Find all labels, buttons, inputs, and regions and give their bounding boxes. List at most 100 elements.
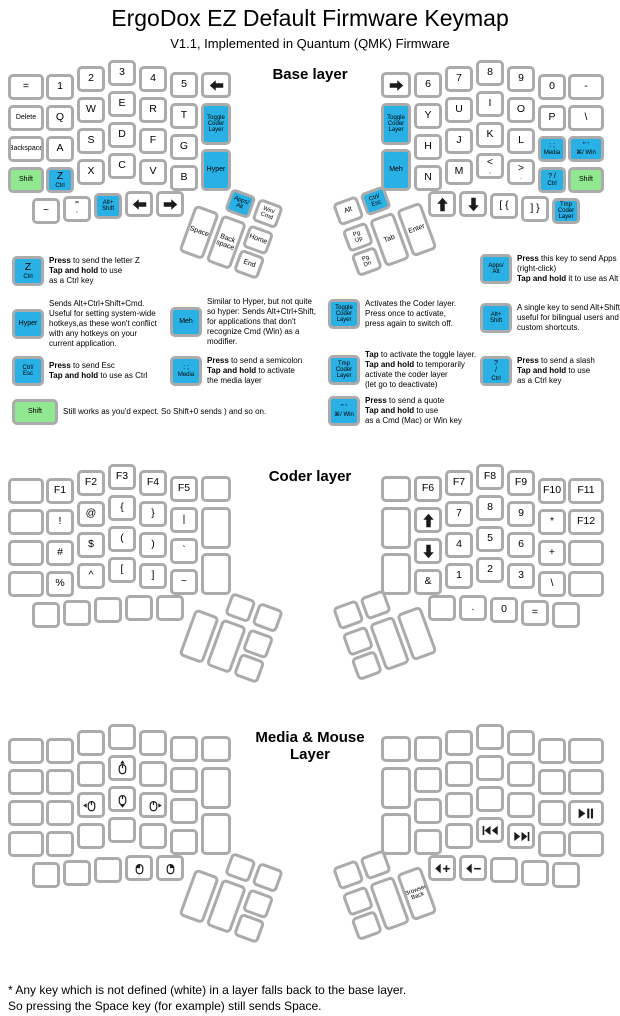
key-7: 7 [445,66,473,92]
key-label: D [118,128,126,141]
key-symbol: [ { [490,193,518,219]
key-symbol: ) [139,532,167,558]
key-blank [552,602,580,628]
key-label: ` [182,544,186,557]
key-label: 3 [518,569,524,582]
key-f8: F8 [476,464,504,490]
key-blank [332,599,365,631]
key-sublabel: . [520,174,522,181]
key-symbol: ~ [32,198,60,224]
key-arrow-down [459,191,487,217]
key-label: Toggle Coder Layer [335,304,353,324]
key-symbol: = [521,600,549,626]
key-label: + [548,546,556,559]
key-r: R [139,97,167,123]
key-w: W [77,97,105,123]
key-blank [8,571,44,597]
key-blank [381,736,411,762]
key-label: 4 [456,538,462,551]
key-symbol: \ [538,571,566,597]
key-sublabel: Ctrl [491,375,501,382]
key-blank [8,738,44,764]
key-label: B [180,171,188,184]
key-blank [381,507,411,549]
key-blank [538,800,566,826]
footnote-line: So pressing the Space key (for example) … [8,999,322,1013]
key-vol-down [459,855,487,881]
key-blank [507,761,535,787]
key-mouse-btn-left [125,855,153,881]
key-label: ( [120,532,124,545]
key-alt: Alt [332,195,365,227]
key-symbol: >. [507,159,535,185]
mouse-up-icon [114,759,131,777]
mouse-left-icon [82,797,100,814]
key-blank [156,595,184,621]
key-label: # [57,546,63,559]
key-label: " ' [583,141,589,149]
key-f5: F5 [170,476,198,502]
key-3: 3 [507,563,535,589]
key-label: % [55,577,65,590]
key-m: M [445,159,473,185]
key-apps-alt: Apps/ Alt [224,187,257,220]
key-blank [8,800,44,826]
key-x: X [77,159,105,185]
key-blank [170,736,198,762]
key-blank [521,860,549,886]
key-label: End [242,258,257,270]
key-symbol: } [139,501,167,527]
next-track-icon [513,831,530,842]
play-pause-icon [578,808,594,819]
key-label: R [149,103,157,116]
key-blank [125,595,153,621]
key-toggle-coder-layer: Toggle Coder Layer [381,103,411,145]
key-hyper: Hyper [201,149,231,191]
key-symbol: ! [46,509,74,535]
key-label: 6 [518,538,524,551]
key-label: Tab [383,234,397,245]
key-symbol: = [8,74,44,100]
key-blank [8,509,44,535]
key-f9: F9 [507,470,535,496]
arrow-up-icon [421,513,436,528]
key-play-pause [568,800,604,826]
key-mouse-up [108,755,136,781]
key-label: ~ [42,204,50,217]
key-blank [414,829,442,855]
key-tmp-coder-layer: Tmp Coder Layer [328,355,360,385]
key-e: E [108,91,136,117]
key-blank [8,831,44,857]
key-4: 4 [139,66,167,92]
key-label: Apps/ Alt [488,262,504,275]
key-shift: Shift [8,167,44,193]
key-label: H [424,140,432,153]
key-label: Shift [27,408,42,416]
key-blank [445,823,473,849]
key-prev-track [476,817,504,843]
key-label: F10 [542,484,562,497]
key-n: N [414,165,442,191]
legend-text: Press to send a semicolon Tap and hold t… [207,356,303,385]
key-label: 2 [88,72,94,85]
key-label: } [151,507,155,520]
key-blank [381,476,411,502]
key-t: T [170,103,198,129]
key-hyper: Hyper [12,309,44,339]
key-blank [8,540,44,566]
key-blank [476,786,504,812]
key-label: Meh [389,166,403,174]
key-blank [201,507,231,549]
key-sublabel: Media [177,372,195,379]
key-blank [170,829,198,855]
key-label: F3 [115,470,129,483]
key-blank [8,478,44,504]
key-label: : ; [549,141,555,149]
key-symbol: "' [63,196,91,222]
key-symbol: " '⌘/ Win [568,136,604,162]
